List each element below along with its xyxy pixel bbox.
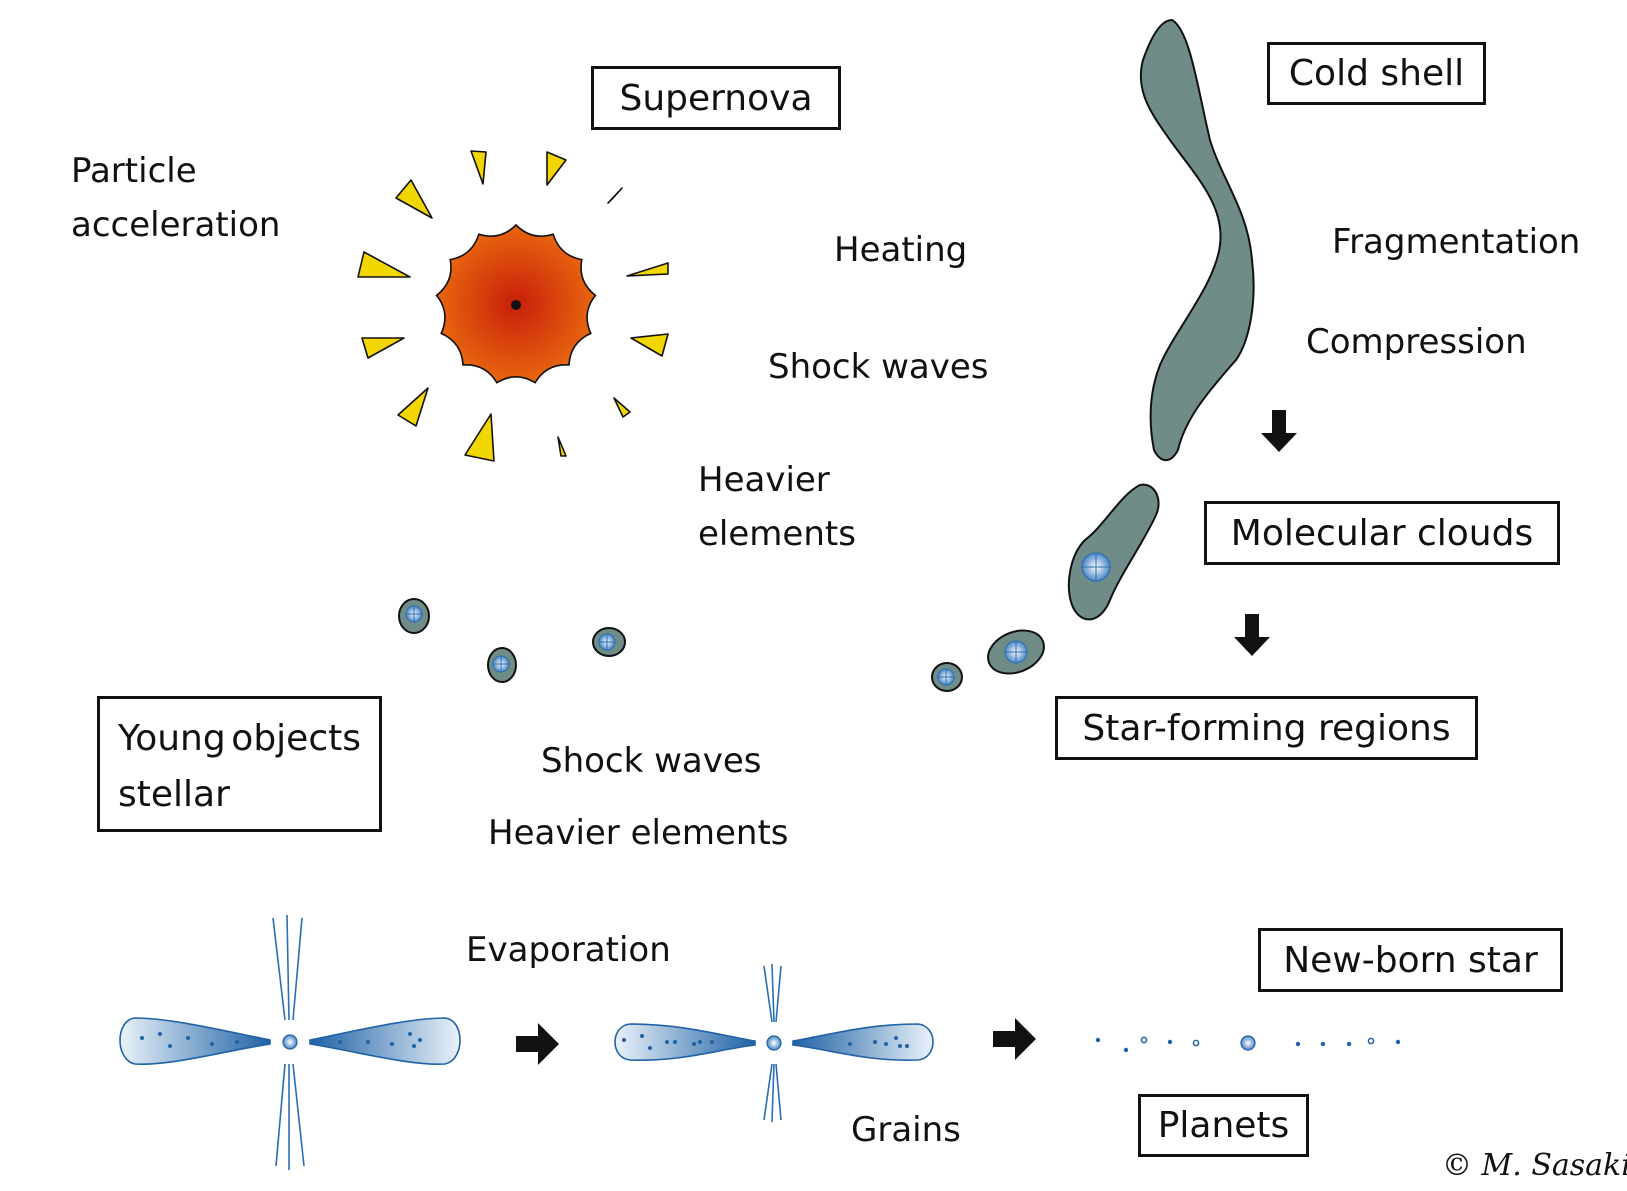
particle-acceleration-label: Particle acceleration — [71, 144, 280, 252]
new-born-star-box: New-born star — [1258, 928, 1563, 992]
molecular-clouds-box: Molecular clouds — [1204, 501, 1560, 565]
supernova-ejecta — [357, 150, 669, 462]
young-stellar-object-disk — [119, 914, 461, 1170]
small-cloud — [931, 662, 963, 692]
evaporating-disk — [614, 963, 934, 1123]
heating-label: Heating — [834, 230, 968, 270]
heavier-elements-label: Heavier elements — [698, 453, 856, 561]
small-cloud — [592, 627, 626, 657]
planets-box: Planets — [1138, 1094, 1309, 1157]
shock-waves-mid-label: Shock waves — [541, 741, 762, 781]
heavier-elements-line-2: elements — [698, 514, 856, 554]
grains-label: Grains — [851, 1110, 961, 1150]
heavier-elements-mid-label: Heavier elements — [488, 813, 789, 853]
planetary-system — [1095, 1035, 1401, 1053]
shock-waves-label: Shock waves — [768, 347, 989, 387]
down-arrow-icon — [1261, 410, 1297, 452]
young-stellar-objects-line-2: objects — [231, 718, 361, 759]
small-cloud — [398, 598, 430, 634]
small-cloud — [487, 647, 517, 683]
young-stellar-objects-box: Young stellar objects — [97, 696, 382, 832]
particle-acceleration-line-1: Particle — [71, 151, 197, 191]
cold-shell-box: Cold shell — [1267, 42, 1486, 105]
young-stellar-objects-line-1: Young stellar — [118, 718, 230, 815]
down-arrow-icon — [1234, 614, 1270, 656]
compression-label: Compression — [1306, 322, 1527, 362]
particle-acceleration-line-2: acceleration — [71, 205, 281, 245]
small-cloud — [987, 629, 1045, 675]
cold-shell-filament — [1139, 18, 1255, 462]
evaporation-label: Evaporation — [466, 930, 671, 970]
protostar-icon — [1081, 552, 1111, 582]
heavier-elements-line-1: Heavier — [698, 460, 830, 500]
copyright-credit: © M. Sasaki — [1442, 1148, 1627, 1183]
molecular-cloud-clump — [1067, 483, 1160, 621]
fragmentation-label: Fragmentation — [1332, 222, 1581, 262]
supernova-core — [511, 300, 521, 310]
right-arrow-icon — [993, 1018, 1036, 1060]
right-arrow-icon — [516, 1023, 559, 1065]
supernova-box: Supernova — [591, 66, 841, 130]
star-forming-regions-box: Star-forming regions — [1055, 696, 1478, 760]
